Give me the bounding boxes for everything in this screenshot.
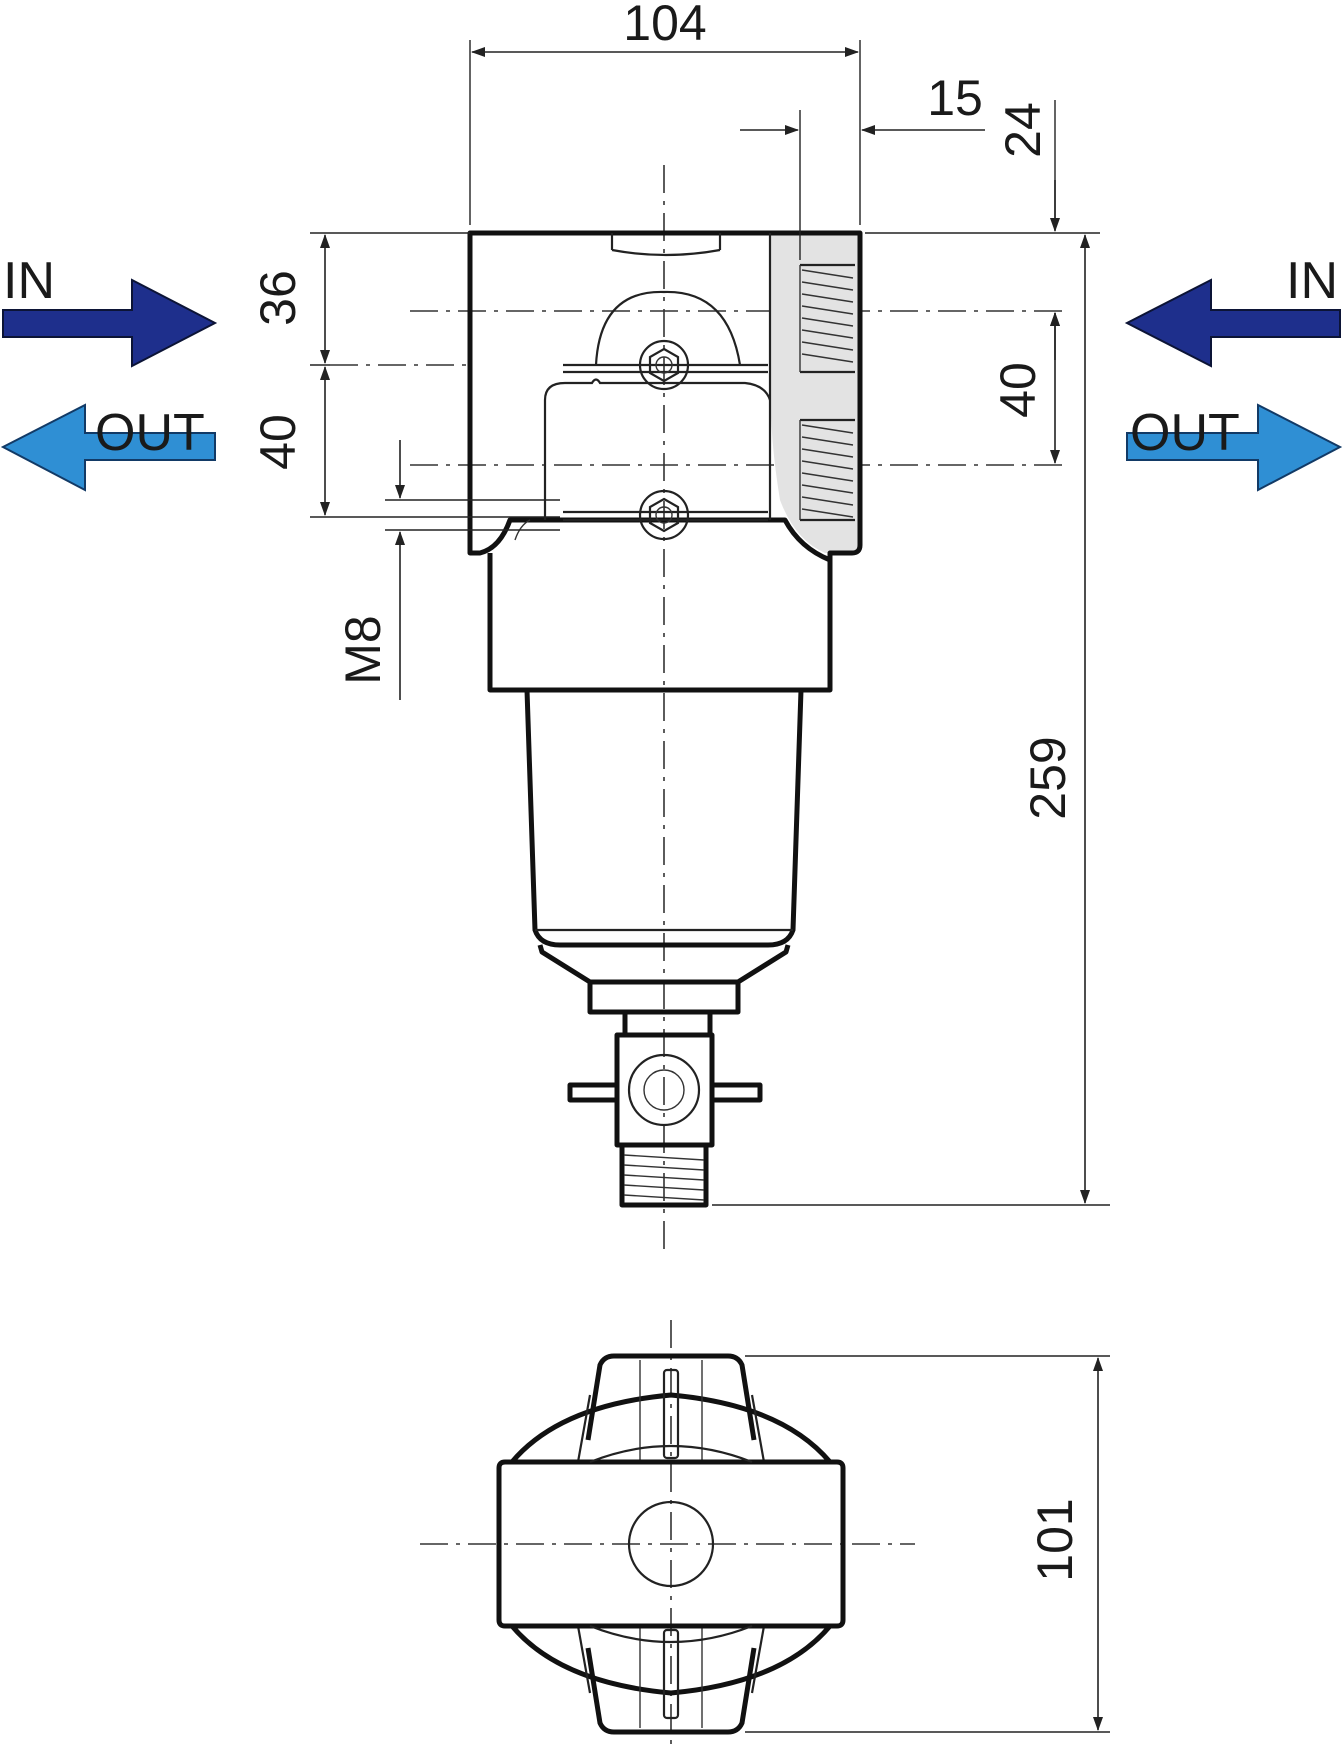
dim-259: 259	[1020, 736, 1076, 819]
top-view	[420, 1320, 915, 1744]
dim-m8: M8	[335, 615, 391, 684]
port-threads	[799, 263, 855, 522]
right-out-arrow	[1126, 403, 1343, 492]
dim-101: 101	[1027, 1498, 1083, 1581]
right-in-label: IN	[1286, 252, 1338, 310]
right-in-arrow	[1124, 278, 1341, 368]
left-in-label: IN	[3, 252, 55, 310]
filter-bowl	[524, 689, 804, 948]
dim-24: 24	[995, 102, 1051, 158]
left-out-arrow	[0, 403, 216, 492]
filter-head	[467, 230, 863, 563]
dim-40-left: 40	[250, 414, 306, 470]
dim-40-right: 40	[990, 362, 1046, 418]
bottom-lobe	[585, 1647, 757, 1735]
dim-104: 104	[623, 0, 706, 51]
filter-collar	[487, 553, 833, 693]
dim-36: 36	[250, 270, 306, 326]
left-out-label: OUT	[95, 404, 205, 462]
left-in-arrow	[2, 278, 218, 368]
drain-valve	[614, 1032, 715, 1148]
side-view	[330, 165, 1065, 1250]
top-view-body	[496, 1459, 846, 1629]
top-lobe	[585, 1353, 757, 1441]
dimensions-side: 104 15 24 40 36 40 M8 259	[250, 0, 1110, 1206]
right-out-label: OUT	[1130, 404, 1240, 462]
dimensions-top: 101	[745, 1355, 1110, 1733]
flow-arrows: IN OUT IN OUT	[0, 252, 1343, 492]
dim-15: 15	[927, 70, 983, 126]
